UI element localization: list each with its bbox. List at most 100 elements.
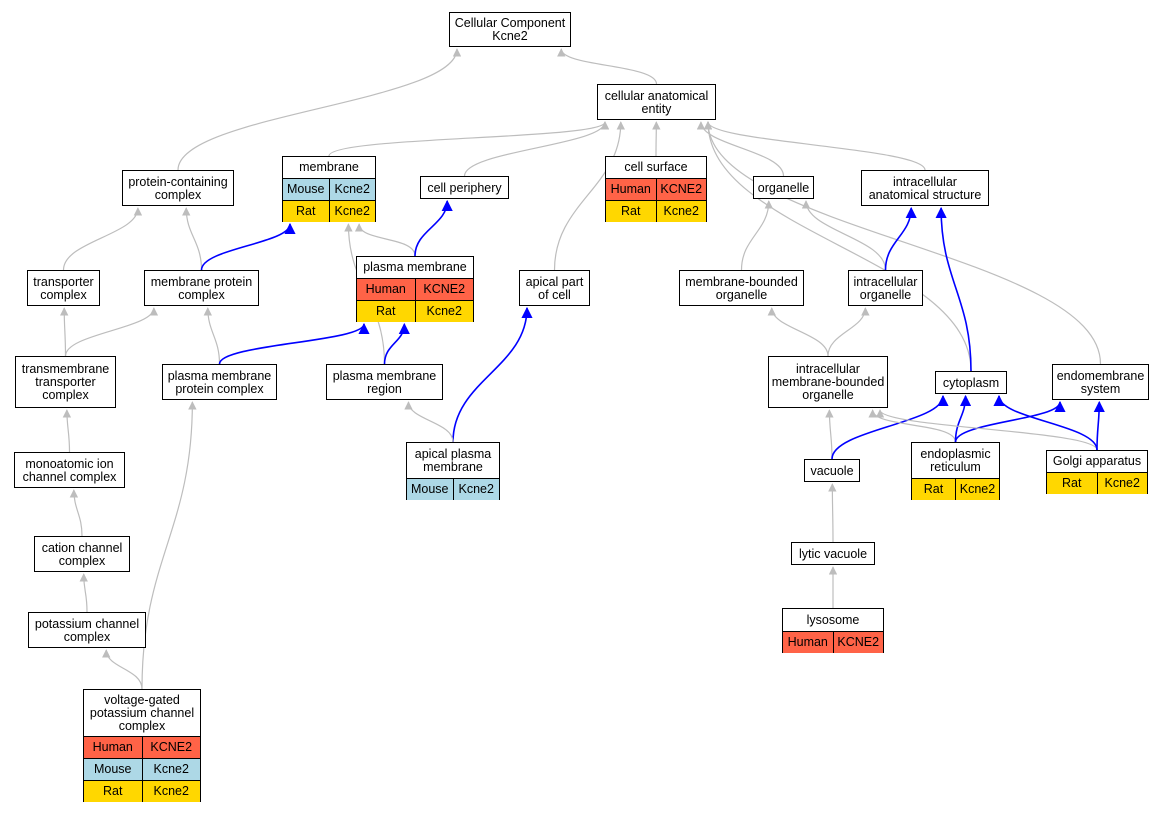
edge-golgi-to-imbo bbox=[875, 409, 1098, 451]
edge-mic-to-ttc bbox=[62, 409, 72, 453]
term-node-ttc[interactable]: transmembrane transporter complex bbox=[15, 356, 116, 408]
term-label: Cellular Component Kcne2 bbox=[454, 16, 566, 43]
term-label: cell periphery bbox=[427, 180, 502, 195]
edge-ccc-to-mic bbox=[69, 489, 83, 537]
edge-io-to-ias bbox=[884, 206, 917, 271]
annotation-row: Rat Kcne2 bbox=[1047, 472, 1147, 494]
term-node-cae[interactable]: cellular anatomical entity bbox=[597, 84, 716, 120]
term-label: lysosome bbox=[806, 612, 860, 627]
term-label: plasma membrane bbox=[363, 260, 467, 274]
term-node-endo[interactable]: endomembrane system bbox=[1052, 364, 1149, 400]
gene-cell: Kcne2 bbox=[141, 759, 201, 780]
species-cell: Human bbox=[787, 635, 828, 649]
edge-ttc-to-transc bbox=[60, 307, 69, 357]
term-label: membrane bbox=[299, 160, 359, 174]
gene-cell: KCNE2 bbox=[655, 179, 707, 200]
edge-mpc-to-membrane bbox=[200, 222, 296, 271]
term-node-kcc[interactable]: potassium channel complex bbox=[28, 612, 146, 648]
term-node-ias[interactable]: intracellular anatomical structure bbox=[861, 170, 989, 206]
gene-cell: KCNE2 bbox=[141, 737, 201, 758]
edge-membrane-to-cae bbox=[328, 121, 610, 157]
term-label: intracellular organelle bbox=[853, 274, 918, 302]
term-node-pmr[interactable]: plasma membrane region bbox=[326, 364, 443, 400]
edge-pcc-to-root bbox=[177, 48, 462, 171]
term-node-pmpc[interactable]: plasma membrane protein complex bbox=[162, 364, 277, 400]
term-node-vac[interactable]: vacuole bbox=[804, 459, 860, 482]
edge-mbo-to-organelle bbox=[740, 200, 773, 271]
edge-golgi-to-cyto bbox=[993, 394, 1098, 451]
edge-kcc-to-ccc bbox=[79, 573, 88, 613]
term-node-pcc[interactable]: protein-containing complex bbox=[122, 170, 234, 206]
edge-apm-to-pmr bbox=[404, 401, 454, 443]
term-label: endoplasmic reticulum bbox=[920, 446, 991, 474]
annotation-row: Human KCNE2 bbox=[84, 736, 200, 758]
edge-cyto-to-ias bbox=[935, 206, 972, 372]
edge-pm-to-cellper bbox=[414, 199, 453, 257]
edge-er-to-endo bbox=[954, 400, 1066, 443]
edge-cyto-to-cae bbox=[703, 121, 972, 372]
edge-vgkcc-to-pmpc bbox=[141, 401, 197, 690]
term-node-apc[interactable]: apical part of cell bbox=[519, 270, 590, 306]
term-label: cytoplasm bbox=[942, 375, 1000, 390]
edge-pm-to-membrane bbox=[354, 223, 416, 257]
species-cell: Human bbox=[92, 740, 133, 754]
term-node-ccc[interactable]: cation channel complex bbox=[34, 536, 130, 572]
term-node-mbo[interactable]: membrane-bounded organelle bbox=[679, 270, 804, 306]
term-node-cyto[interactable]: cytoplasm bbox=[935, 371, 1007, 394]
edge-endo-to-cae bbox=[703, 121, 1102, 365]
term-label: plasma membrane protein complex bbox=[167, 368, 272, 396]
term-node-mic[interactable]: monoatomic ion channel complex bbox=[14, 452, 125, 488]
term-label: transporter complex bbox=[33, 274, 94, 302]
edge-vac-to-cyto bbox=[831, 394, 949, 460]
species-cell: Mouse bbox=[410, 482, 449, 496]
term-label: plasma membrane region bbox=[332, 368, 437, 396]
term-node-cellper[interactable]: cell periphery bbox=[420, 176, 509, 199]
term-label: lytic vacuole bbox=[798, 546, 868, 561]
gene-cell: Kcne2 bbox=[955, 479, 999, 500]
term-label: cellular anatomical entity bbox=[604, 88, 709, 116]
term-node-mpc[interactable]: membrane protein complex bbox=[144, 270, 259, 306]
edge-transc-to-pcc bbox=[62, 207, 143, 271]
term-node-imbo[interactable]: intracellular membrane-bounded organelle bbox=[768, 356, 888, 408]
gene-cell: Kcne2 bbox=[141, 781, 201, 802]
term-node-root[interactable]: Cellular Component Kcne2 bbox=[449, 12, 571, 47]
species-cell: Rat bbox=[1062, 476, 1082, 490]
term-label: membrane-bounded organelle bbox=[685, 274, 798, 302]
edge-mpc-to-pcc bbox=[182, 207, 203, 271]
edge-pmpc-to-pm bbox=[218, 322, 370, 365]
term-label: intracellular membrane-bounded organelle bbox=[771, 362, 885, 402]
term-label: potassium channel complex bbox=[34, 616, 140, 644]
species-cell: Human bbox=[610, 182, 651, 196]
species-cell: Rat bbox=[296, 204, 316, 218]
term-node-transc[interactable]: transporter complex bbox=[27, 270, 100, 306]
species-cell: Rat bbox=[923, 482, 944, 496]
term-node-organelle[interactable]: organelle bbox=[753, 176, 814, 199]
edge-cae-to-root bbox=[557, 48, 658, 85]
species-cell: Mouse bbox=[286, 182, 325, 196]
term-node-lv[interactable]: lytic vacuole bbox=[791, 542, 875, 565]
edge-pmpc-to-mpc bbox=[203, 307, 221, 365]
term-node-io[interactable]: intracellular organelle bbox=[848, 270, 923, 306]
gene-cell: Kcne2 bbox=[655, 201, 707, 222]
gene-cell: Kcne2 bbox=[1096, 473, 1148, 494]
term-label: membrane protein complex bbox=[150, 274, 253, 302]
edge-imbo-to-mbo bbox=[767, 307, 829, 357]
term-label: intracellular anatomical structure bbox=[868, 174, 982, 202]
edge-io-to-organelle bbox=[801, 200, 887, 271]
species-cell: Human bbox=[365, 282, 406, 296]
